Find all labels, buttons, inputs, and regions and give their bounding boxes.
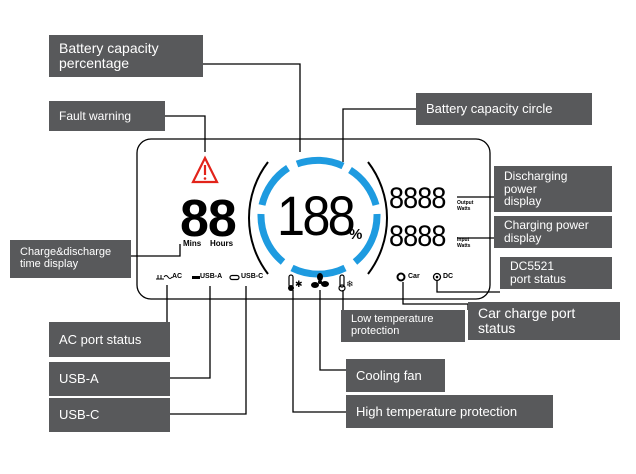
leader-usb-c bbox=[170, 286, 247, 415]
car-port-icon bbox=[396, 272, 406, 282]
bracket-right bbox=[367, 161, 389, 275]
input-watts-digits: 8888 bbox=[389, 220, 446, 253]
label-battery-capacity-circle: Battery capacity circle bbox=[416, 93, 592, 125]
car-port-label: Car bbox=[408, 273, 420, 280]
usb-c-port-label: USB-C bbox=[241, 273, 264, 280]
leader-circle bbox=[342, 108, 416, 162]
battery-percentage-digits: 188 bbox=[277, 184, 356, 247]
warning-icon bbox=[191, 155, 219, 184]
svg-text:❄: ❄ bbox=[346, 280, 354, 290]
label-ac-port-status: AC port status bbox=[49, 322, 170, 357]
label-car-charge-port-status: Car charge port status bbox=[468, 302, 620, 340]
low-temp-thermometer-icon: ❄ bbox=[338, 274, 354, 292]
leader-fault bbox=[165, 115, 206, 152]
label-charging-power-display: Charging power display bbox=[494, 216, 612, 248]
mins-label: Mins bbox=[183, 239, 202, 248]
label-charge-discharge-time-display: Charge&discharge time display bbox=[10, 240, 131, 278]
leader-cooling bbox=[319, 290, 346, 371]
leader-battery-pct bbox=[203, 63, 301, 152]
leader-car bbox=[402, 282, 469, 310]
svg-text:✱: ✱ bbox=[295, 280, 303, 290]
usb-a-icon bbox=[192, 276, 200, 279]
lcd-frame bbox=[136, 138, 491, 300]
output-watts-label: Output Watts bbox=[457, 200, 474, 212]
leader-usb-a bbox=[170, 286, 211, 379]
label-usb-a: USB-A bbox=[49, 362, 170, 396]
time-digits: 88 bbox=[180, 190, 237, 248]
label-fault-warning: Fault warning bbox=[49, 101, 165, 131]
leader-time bbox=[131, 244, 181, 257]
label-discharging-power-display: Discharging power display bbox=[494, 166, 612, 212]
leader-high-temp bbox=[292, 290, 346, 413]
usb-a-port-label: USB-A bbox=[200, 273, 223, 280]
high-temp-thermometer-icon: ✱ bbox=[288, 274, 303, 291]
bracket-left bbox=[247, 161, 269, 275]
label-battery-capacity-percentage: Battery capacity percentage bbox=[49, 35, 203, 77]
ac-port-label: AC bbox=[172, 273, 183, 280]
fan-icon bbox=[311, 273, 329, 288]
input-watts-label: Input Watts bbox=[457, 237, 471, 249]
label-low-temperature-protection: Low temperature protection bbox=[341, 310, 465, 342]
percent-sign: % bbox=[349, 226, 363, 243]
label-usb-c: USB-C bbox=[49, 398, 170, 432]
battery-ring bbox=[257, 156, 381, 278]
output-watts-digits: 8888 bbox=[389, 182, 446, 215]
usb-c-icon bbox=[229, 274, 240, 281]
label-dc5521-port-status: DC5521 port status bbox=[500, 257, 612, 289]
dc-port-label: DC bbox=[443, 273, 454, 280]
leader-dc5521 bbox=[436, 280, 500, 293]
label-high-temperature-protection: High temperature protection bbox=[346, 395, 553, 428]
label-cooling-fan: Cooling fan bbox=[346, 359, 445, 392]
hours-label: Hours bbox=[210, 239, 234, 248]
ac-plug-icon bbox=[156, 275, 173, 280]
dc-port-icon bbox=[432, 272, 442, 282]
